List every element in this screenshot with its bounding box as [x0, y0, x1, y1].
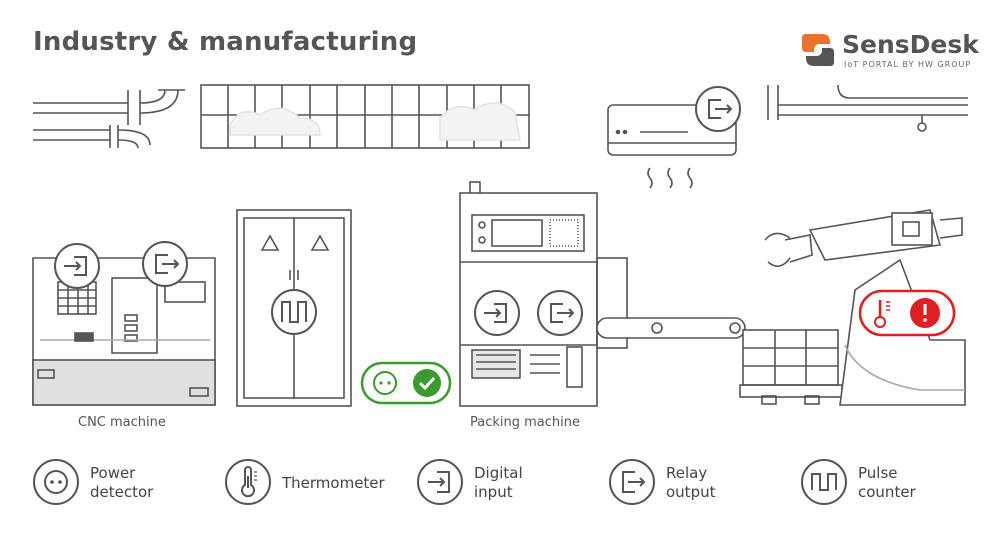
- cnc-relay-output-icon: [142, 241, 188, 287]
- packing-relay-output-icon: [537, 290, 583, 336]
- relay-output-icon: [609, 459, 655, 505]
- pipes-right: [767, 84, 968, 132]
- legend-label: Thermometer: [282, 474, 385, 492]
- logo-name: SensDesk: [842, 30, 979, 59]
- pipes-left: [33, 89, 185, 149]
- cnc-machine-label: CNC machine: [78, 415, 166, 430]
- digital-input-icon: [417, 459, 463, 505]
- pulse-counter-icon: [801, 459, 847, 505]
- cnc-machine-drawing: [32, 257, 216, 406]
- logo-subtitle: IoT PORTAL BY HW GROUP: [844, 60, 972, 69]
- legend-label: Power detector: [90, 464, 154, 501]
- power-detector-ok-status: [360, 361, 452, 405]
- pallet-boxes: [739, 329, 843, 405]
- power-detector-icon: [33, 459, 79, 505]
- page-title: Industry & manufacturing: [33, 27, 418, 57]
- packing-machine-label: Packing machine: [470, 415, 580, 430]
- window-panel: [200, 84, 530, 149]
- thermometer-icon: [225, 459, 271, 505]
- sensdesk-logo-mark: [802, 34, 834, 66]
- legend-label: Relay output: [666, 464, 716, 501]
- thermometer-alarm-status: [858, 289, 956, 337]
- cabinet-pulse-counter-icon: [271, 289, 317, 335]
- legend-label: Pulse counter: [858, 464, 916, 501]
- packing-digital-input-icon: [474, 290, 520, 336]
- ac-relay-output-icon: [695, 86, 741, 132]
- legend-label: Digital input: [474, 464, 523, 501]
- sensdesk-logo: SensDesk IoT PORTAL BY HW GROUP: [800, 30, 979, 72]
- cnc-digital-input-icon: [54, 243, 100, 289]
